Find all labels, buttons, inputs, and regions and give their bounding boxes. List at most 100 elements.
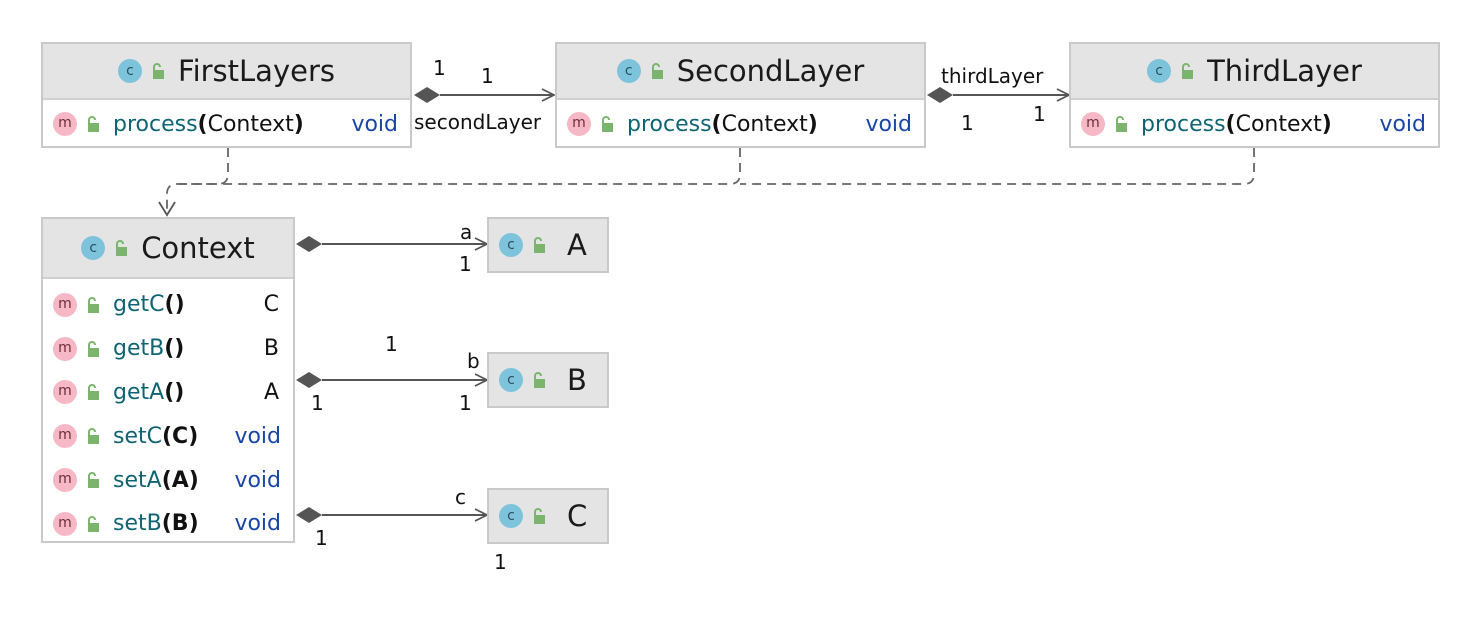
method-return-type: A xyxy=(263,379,279,405)
class-b[interactable]: c B xyxy=(487,352,609,408)
method-row-setb[interactable]: m setB(B) void xyxy=(43,502,293,546)
method-row[interactable]: m process(Context) void xyxy=(43,100,410,148)
method-paren-close: ) xyxy=(174,336,185,362)
public-lock-icon xyxy=(534,372,545,388)
method-param: Context xyxy=(1235,111,1322,137)
method-return-type: void xyxy=(351,111,398,137)
method-paren-close: ) xyxy=(1321,111,1332,137)
role-label: b xyxy=(467,349,480,373)
method-icon: m xyxy=(53,511,77,536)
multiplicity-label: 1 xyxy=(433,56,446,80)
method-row-getc[interactable]: m getC() C xyxy=(43,283,293,327)
public-lock-icon xyxy=(88,384,99,401)
method-paren-open: ( xyxy=(1225,111,1236,137)
composition-diamond xyxy=(414,87,440,103)
public-lock-icon xyxy=(88,116,99,132)
class-thirdlayer[interactable]: c ThirdLayer m process(Context) void xyxy=(1069,42,1440,148)
class-firstlayers[interactable]: c FirstLayers m process(Context) void xyxy=(41,42,412,148)
method-icon: m xyxy=(53,336,77,361)
method-row-getb[interactable]: m getB() B xyxy=(43,327,293,371)
method-row-setc[interactable]: m setC(C) void xyxy=(43,414,293,458)
method-icon: m xyxy=(53,380,77,405)
class-name: A xyxy=(567,228,587,262)
multiplicity-label: 1 xyxy=(481,64,494,88)
class-context[interactable]: c Context m getC() C m getB() B m getA()… xyxy=(41,217,295,543)
method-paren-close: ) xyxy=(174,379,185,405)
method-name: process xyxy=(113,111,198,137)
multiplicity-label: 1 xyxy=(1033,102,1046,126)
method-name: setB xyxy=(113,511,162,537)
edge-context-to-b xyxy=(296,372,487,388)
class-icon: c xyxy=(499,368,523,392)
method-name: process xyxy=(627,111,712,137)
composition-diamond xyxy=(296,507,322,523)
method-paren-close: ) xyxy=(174,292,185,318)
class-name: C xyxy=(567,499,588,533)
multiplicity-label: 1 xyxy=(459,391,472,415)
method-return-type: void xyxy=(234,423,281,449)
public-lock-icon xyxy=(1182,63,1194,79)
public-lock-icon xyxy=(1116,116,1127,132)
public-lock-icon xyxy=(534,237,545,253)
method-list: m process(Context) void xyxy=(43,98,410,148)
method-row-geta[interactable]: m getA() A xyxy=(43,371,293,415)
method-paren-open: ( xyxy=(161,423,173,449)
composition-diamond xyxy=(296,372,322,388)
edge-dependency-to-context xyxy=(166,148,1255,214)
multiplicity-label: 1 xyxy=(494,550,507,574)
method-paren-open: ( xyxy=(197,111,208,137)
public-lock-icon xyxy=(534,508,545,524)
method-param: Context xyxy=(207,111,294,137)
method-icon: m xyxy=(53,424,77,449)
method-name: getA xyxy=(113,379,165,405)
class-name: B xyxy=(567,363,587,397)
method-row-seta[interactable]: m setA(A) void xyxy=(43,458,293,502)
method-param: C xyxy=(172,423,189,449)
method-icon: m xyxy=(53,292,77,317)
method-paren-close: ) xyxy=(807,111,818,137)
edge-first-to-second xyxy=(414,87,554,103)
role-label: a xyxy=(460,220,473,244)
role-label: c xyxy=(455,485,466,509)
multiplicity-label: 1 xyxy=(459,252,472,276)
method-paren-close: ) xyxy=(188,467,199,493)
class-icon: c xyxy=(1147,59,1172,83)
class-header: c Context xyxy=(43,219,293,277)
method-name: process xyxy=(1141,111,1226,137)
class-header: c C xyxy=(489,490,607,542)
method-return-type: void xyxy=(234,511,281,537)
class-icon: c xyxy=(616,59,641,83)
class-header: c SecondLayer xyxy=(557,44,924,98)
class-name: FirstLayers xyxy=(178,54,335,88)
method-return-type: void xyxy=(865,111,912,137)
method-param: Context xyxy=(721,111,808,137)
method-paren-open: ( xyxy=(161,511,172,537)
public-lock-icon xyxy=(651,63,663,79)
class-icon: c xyxy=(81,236,106,260)
class-a[interactable]: c A xyxy=(487,217,609,273)
composition-diamond xyxy=(296,236,322,252)
class-c[interactable]: c C xyxy=(487,488,609,544)
method-paren-open: ( xyxy=(164,379,175,405)
edge-context-to-a xyxy=(296,236,487,252)
method-list: m getC() C m getB() B m getA() A m setC(… xyxy=(43,277,293,546)
method-paren-open: ( xyxy=(164,336,175,362)
class-header: c ThirdLayer xyxy=(1071,44,1438,98)
method-row[interactable]: m process(Context) void xyxy=(1071,100,1438,148)
class-secondlayer[interactable]: c SecondLayer m process(Context) void xyxy=(555,42,926,148)
method-icon: m xyxy=(567,112,591,136)
role-label: secondLayer xyxy=(414,110,542,134)
class-name: ThirdLayer xyxy=(1207,54,1362,88)
method-paren-open: ( xyxy=(161,467,172,493)
method-paren-open: ( xyxy=(711,111,722,137)
method-name: setC xyxy=(113,423,162,449)
multiplicity-label: 1 xyxy=(385,332,398,356)
public-lock-icon xyxy=(88,472,99,489)
method-name: setA xyxy=(113,467,162,493)
method-return-type: void xyxy=(1379,111,1426,137)
method-row[interactable]: m process(Context) void xyxy=(557,100,924,148)
class-icon: c xyxy=(118,59,142,83)
class-header: c FirstLayers xyxy=(43,44,410,98)
method-paren-close: ) xyxy=(293,111,304,137)
